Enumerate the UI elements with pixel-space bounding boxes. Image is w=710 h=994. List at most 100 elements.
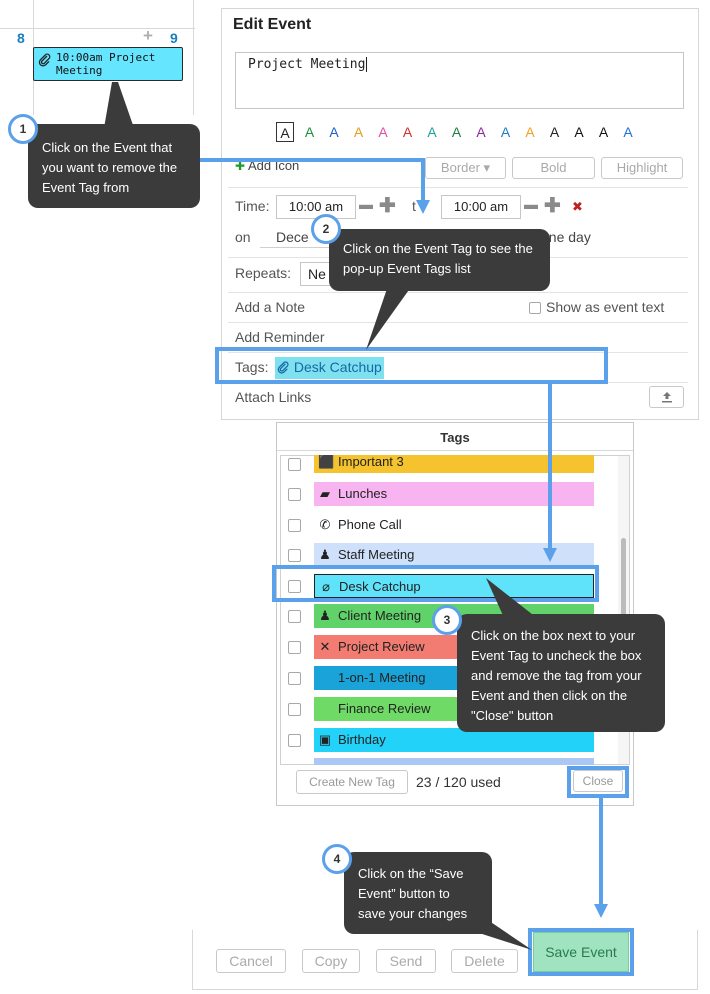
tag-row[interactable]: ▣Birthday [314,728,594,752]
event-tag-chip[interactable]: Desk Catchup [275,357,384,379]
people-icon: ♟ [319,608,331,623]
tag-label: Birthday [338,732,386,747]
send-button[interactable]: Send [376,949,436,973]
text-color-swatch[interactable]: A [549,124,560,140]
event-title-input[interactable]: Project Meeting [235,52,684,109]
tag-row[interactable]: ✆Phone Call [314,513,594,537]
tag-row-partial [314,758,594,765]
tag-label: Lunches [338,486,388,501]
tag-label: 1-on-1 Meeting [338,670,426,685]
minus-icon[interactable]: ▬ [359,196,373,212]
callout-step-4: Click on the “Save Event” button to save… [344,852,492,934]
step-4-badge: 4 [322,844,352,874]
text-color-swatch[interactable]: A [598,124,609,140]
event-title-value: Project Meeting [248,57,366,72]
text-color-swatch[interactable]: A [276,122,294,142]
separator [228,352,688,353]
phone-icon: ✆ [319,517,331,532]
step-1-badge: 1 [8,114,38,144]
tag-checkbox[interactable] [288,458,301,471]
text-color-swatch[interactable]: A [329,124,339,140]
day-number-8[interactable]: 8 [17,30,25,46]
text-color-swatch[interactable]: A [402,124,413,140]
text-color-swatch[interactable]: A [353,124,364,140]
text-color-swatch[interactable]: A [476,124,486,140]
callout-step-3-text: Click on the box next to your Event Tag … [471,628,642,723]
paperclip-icon: ⌀ [322,579,330,594]
add-reminder-link[interactable]: Add Reminder [235,329,325,345]
upload-icon [661,392,672,403]
upload-button[interactable] [649,386,684,408]
all-day-label: one day [541,229,591,245]
tags-row-highlight [215,347,608,384]
separator [228,322,688,323]
time-label: Time: [235,198,270,214]
step-3-badge: 3 [432,605,462,635]
tag-row[interactable]: ⬛Important 3 [314,455,594,473]
calendar-event-project-meeting[interactable]: 10:00am Project Meeting [33,47,183,81]
close-button[interactable]: Close [573,770,623,792]
text-color-swatch[interactable]: A [378,124,388,140]
tag-label: Client Meeting [338,608,422,623]
tag-checkbox[interactable] [288,580,301,593]
text-color-swatch[interactable]: A [500,124,511,140]
delete-time-icon[interactable]: ✖ [572,199,583,214]
separator [228,187,688,188]
text-color-swatch[interactable]: A [525,124,535,140]
tag-label: Staff Meeting [338,547,415,562]
show-as-text-checkbox[interactable] [529,302,541,314]
show-as-text-label: Show as event text [546,299,665,315]
plus-icon[interactable]: ✚ [544,195,561,217]
tag-row[interactable]: ▰ Lunches [314,482,594,506]
callout-step-1-text: Click on the Event that you want to remo… [42,140,178,195]
shield-icon: ⬛ [318,455,335,469]
calendar-event-text: 10:00am Project Meeting [56,51,156,77]
text-color-swatch[interactable]: A [304,124,315,140]
text-color-swatch[interactable]: A [623,124,633,140]
text-color-swatch[interactable]: A [451,124,462,140]
separator [228,292,688,293]
date-input[interactable]: Dece [260,226,330,248]
step-2-badge: 2 [311,214,341,244]
tag-checkbox[interactable] [288,610,301,623]
delete-button[interactable]: Delete [451,949,518,973]
add-note-link[interactable]: Add a Note [235,299,306,315]
callout-pointer [486,578,542,622]
bold-button[interactable]: Bold [512,157,595,179]
tag-checkbox[interactable] [288,549,301,562]
text-color-swatch[interactable]: A [574,124,584,140]
copy-button[interactable]: Copy [302,949,360,973]
repeats-label: Repeats: [235,265,292,281]
paperclip-icon [277,359,290,379]
tag-checkbox[interactable] [288,703,301,716]
repeats-select[interactable]: Ne [300,262,340,286]
scrollbar-thumb[interactable] [621,538,626,648]
tag-checkbox[interactable] [288,734,301,747]
cancel-button[interactable]: Cancel [216,949,286,973]
tag-row[interactable]: ⌀Desk Catchup [314,574,594,598]
attach-links-label: Attach Links [235,389,312,405]
plus-icon[interactable]: ✚ [379,195,396,217]
tag-checkbox[interactable] [288,641,301,654]
on-label: on [235,229,251,245]
tag-label: Project Review [338,639,425,654]
tag-checkbox[interactable] [288,519,301,532]
day-number-9[interactable]: 9 [170,30,178,46]
close-button-highlight [567,766,629,798]
create-new-tag-button[interactable]: Create New Tag [296,770,408,794]
event-tag-label: Desk Catchup [293,359,382,375]
text-color-swatch[interactable]: A [427,124,437,140]
edit-event-panel [221,8,699,420]
tag-checkbox[interactable] [288,672,301,685]
end-time-input[interactable]: 10:00 am [441,195,521,219]
save-event-button[interactable]: Save Event [533,932,629,972]
tags-label: Tags: [235,359,269,375]
highlight-button[interactable]: Highlight [601,157,683,179]
mug-icon: ▰ [320,486,330,501]
add-event-icon[interactable]: + [143,26,153,45]
minus-icon[interactable]: ▬ [524,196,538,212]
tag-checkbox[interactable] [288,488,301,501]
callout-step-2-text: Click on the Event Tag to see the pop-up… [343,241,533,276]
border-dropdown[interactable]: Border ▾ [425,157,506,179]
